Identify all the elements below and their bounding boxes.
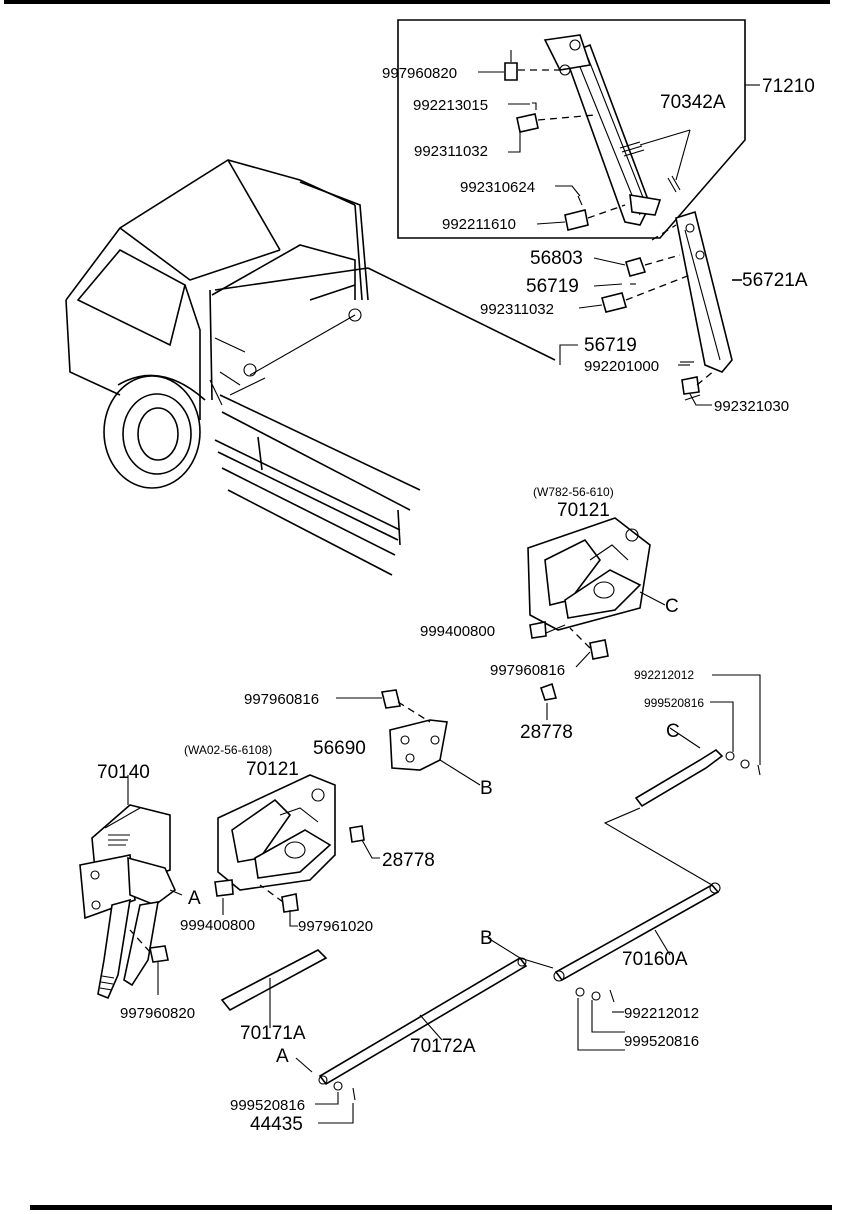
part-label: 997961020 bbox=[298, 918, 373, 935]
bottom-border bbox=[30, 1205, 832, 1210]
part-label: 999400800 bbox=[420, 623, 495, 640]
part-labels: 71210 997960820 992213015 992311032 7034… bbox=[97, 65, 815, 1135]
part-label: 992212012 bbox=[624, 1005, 699, 1022]
part-label: 992311032 bbox=[414, 143, 488, 160]
part-label: C bbox=[666, 721, 680, 742]
part-label: 28778 bbox=[520, 722, 573, 743]
bracket-70121-left bbox=[214, 774, 380, 927]
part-label: 70121 bbox=[246, 759, 299, 780]
part-label: (W782-56-610) bbox=[533, 485, 614, 499]
part-label: 70342A bbox=[660, 92, 726, 113]
bracket-70121-right bbox=[527, 517, 666, 720]
rods bbox=[220, 674, 761, 1124]
part-label: 999520816 bbox=[624, 1033, 699, 1050]
part-label: 997960816 bbox=[490, 662, 565, 679]
part-label: 44435 bbox=[250, 1114, 303, 1135]
part-label: 56803 bbox=[530, 248, 583, 269]
part-label: 992321030 bbox=[714, 398, 789, 415]
leaders-top bbox=[478, 71, 712, 406]
lever-56721A bbox=[601, 210, 742, 395]
part-label: 56721A bbox=[742, 270, 808, 291]
part-label: 999400800 bbox=[180, 917, 255, 934]
part-label: 70171A bbox=[240, 1023, 306, 1044]
part-label: 992213015 bbox=[413, 97, 488, 114]
part-label: 70160A bbox=[622, 949, 688, 970]
part-label: 56719 bbox=[584, 335, 637, 356]
part-label: 999520816 bbox=[644, 696, 704, 710]
part-label: B bbox=[480, 778, 493, 799]
bracket-56690 bbox=[336, 689, 481, 786]
part-label: 992201000 bbox=[584, 358, 659, 375]
part-label: 999520816 bbox=[230, 1097, 305, 1114]
part-label: 56719 bbox=[526, 276, 579, 297]
part-label: (WA02-56-6108) bbox=[184, 743, 272, 757]
part-label: 997960816 bbox=[244, 691, 319, 708]
part-label: 70172A bbox=[410, 1036, 476, 1057]
part-label: 28778 bbox=[382, 850, 435, 871]
part-label: 992310624 bbox=[460, 179, 535, 196]
handle-70140 bbox=[79, 775, 183, 1000]
part-label: B bbox=[480, 928, 493, 949]
part-label: 992211610 bbox=[442, 216, 516, 233]
top-border bbox=[4, 0, 830, 4]
part-label: 997960820 bbox=[382, 65, 457, 82]
truck-illustration bbox=[65, 159, 556, 576]
part-label: 997960820 bbox=[120, 1005, 195, 1022]
part-label: 71210 bbox=[762, 76, 815, 97]
part-label: 56690 bbox=[313, 738, 366, 759]
part-label: 70121 bbox=[557, 500, 610, 521]
part-label: A bbox=[276, 1046, 289, 1067]
assembly-71210 bbox=[397, 19, 760, 239]
part-label: C bbox=[665, 596, 679, 617]
part-label: 992212012 bbox=[634, 668, 694, 682]
part-label: 992311032 bbox=[480, 301, 554, 318]
part-label: 70140 bbox=[97, 762, 150, 783]
part-label: A bbox=[188, 888, 201, 909]
